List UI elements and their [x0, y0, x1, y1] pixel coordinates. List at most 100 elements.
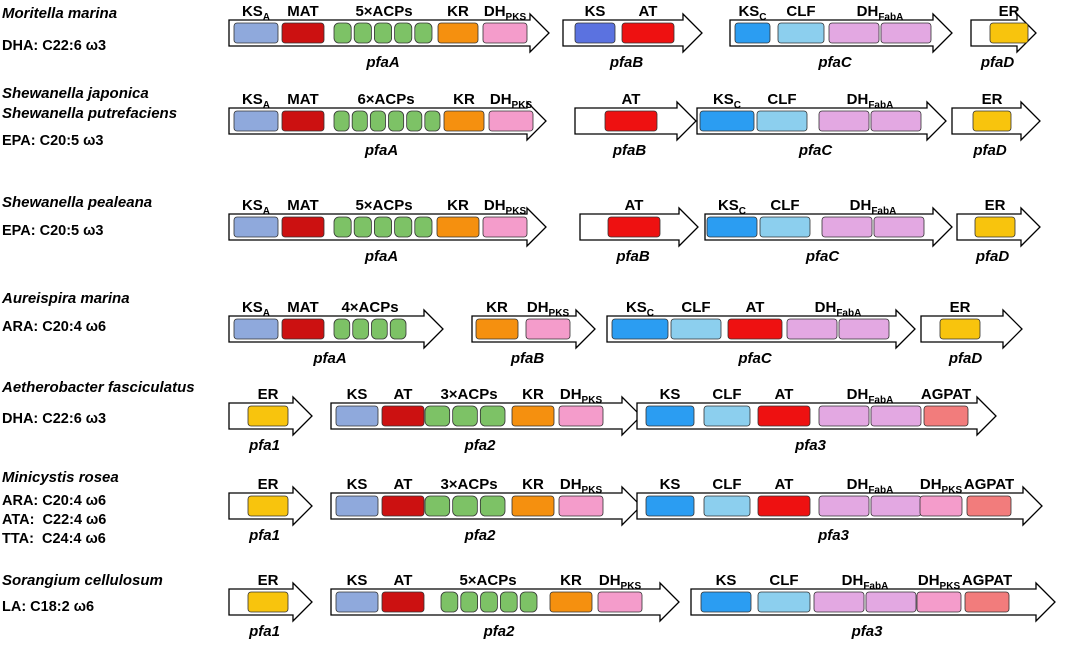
species-name: Shewanella putrefaciens — [2, 105, 177, 122]
domain-dh: DHPKS — [597, 572, 643, 613]
domain-box — [974, 216, 1016, 238]
domain-box — [281, 216, 325, 238]
domain-box — [233, 318, 279, 340]
domain-label-subscript: PKS — [512, 100, 533, 111]
gene-name: pfaD — [975, 248, 1010, 265]
domain-label: ER — [258, 572, 279, 589]
domain-label: DHPKS — [920, 476, 963, 496]
domain-label-text: 4×ACPs — [341, 299, 398, 316]
domain-ks: KSA — [233, 91, 279, 132]
domain-label-subscript: PKS — [582, 485, 603, 496]
domain-box — [247, 591, 289, 613]
domain-label: AT — [622, 91, 641, 108]
domain-label-text: AT — [746, 299, 765, 316]
domain-box — [699, 110, 755, 132]
domain-label-text: MAT — [287, 91, 318, 108]
domain-box — [786, 318, 838, 340]
domain-box — [597, 591, 643, 613]
domain-label-text: DH — [527, 299, 549, 316]
domain-label: KR — [447, 197, 469, 214]
domain-label: AGPAT — [964, 476, 1014, 493]
acp-domain-box — [394, 216, 413, 238]
gene-name: pfaD — [948, 350, 983, 367]
gene-name: pfa2 — [464, 437, 497, 454]
domain-box — [700, 591, 752, 613]
domain-label-text: ER — [950, 299, 971, 316]
domain-at: AT — [381, 476, 425, 517]
domain-kr: KR — [437, 3, 479, 44]
domain-label-text: KS — [738, 3, 759, 20]
domain-label: KSC — [738, 3, 766, 23]
domain-4-acps: 4×ACPs — [333, 299, 407, 340]
domain-dh: DHFabA — [786, 299, 890, 340]
domain-box — [703, 405, 751, 427]
domain-label-text: AT — [622, 91, 641, 108]
domain-mat: MAT — [281, 3, 325, 44]
domain-label-subscript: FabA — [863, 581, 888, 592]
domain-ks: KS — [645, 476, 695, 517]
domain-label: AT — [394, 386, 413, 403]
domain-label-text: CLF — [681, 299, 710, 316]
domain-at: AT — [757, 386, 811, 427]
domain-label-text: MAT — [287, 299, 318, 316]
domain-er: ER — [989, 3, 1029, 44]
domain-box — [989, 22, 1029, 44]
domain-label-text: AT — [394, 572, 413, 589]
domain-label-text: AT — [775, 476, 794, 493]
domain-kr: KR — [511, 476, 555, 517]
domain-box — [436, 216, 480, 238]
domain-box — [281, 110, 325, 132]
acp-domain-box — [424, 495, 451, 517]
domain-box — [281, 318, 325, 340]
acp-domain-box — [440, 591, 459, 613]
acp-domain-box — [333, 22, 352, 44]
acp-domain-box — [373, 22, 392, 44]
domain-label: AT — [775, 476, 794, 493]
domain-label: CLF — [712, 476, 741, 493]
domain-at: AT — [727, 299, 783, 340]
acp-domain-box — [353, 22, 372, 44]
domain-ks: KS — [335, 386, 379, 427]
domain-label-text: DH — [599, 572, 621, 589]
domain-label-text: DH — [850, 197, 872, 214]
domain-label: DHPKS — [484, 3, 527, 23]
domain-label: KR — [560, 572, 582, 589]
domain-box — [870, 405, 922, 427]
domain-box — [233, 22, 279, 44]
domain-box — [247, 405, 289, 427]
domain-label-text: AGPAT — [921, 386, 971, 403]
domain-label-text: 3×ACPs — [440, 476, 497, 493]
domain-label-subscript: PKS — [549, 308, 570, 319]
domain-label-text: ER — [982, 91, 1003, 108]
domain-box — [381, 405, 425, 427]
domain-label: KSA — [242, 3, 270, 23]
domain-box — [482, 22, 528, 44]
domain-label: 4×ACPs — [341, 299, 398, 316]
domain-label: 5×ACPs — [355, 3, 412, 20]
domain-box — [335, 495, 379, 517]
acp-domain-box — [371, 318, 388, 340]
domain-at: AT — [381, 386, 425, 427]
domain-label-text: AT — [394, 386, 413, 403]
domain-label-text: CLF — [769, 572, 798, 589]
domain-label-text: 5×ACPs — [459, 572, 516, 589]
domain-box — [813, 591, 865, 613]
domain-ks: KSC — [706, 197, 758, 238]
fatty-acid-product: ARA: C20:4 ω6 — [2, 319, 106, 335]
acp-domain-box — [351, 110, 368, 132]
domain-ks: KSC — [611, 299, 669, 340]
domain-box — [972, 110, 1012, 132]
domain-at: AT — [607, 197, 661, 238]
domain-label: AT — [775, 386, 794, 403]
domain-label-text: AT — [775, 386, 794, 403]
domain-box — [335, 591, 379, 613]
gene-name: pfa3 — [817, 527, 850, 544]
domain-agpat: AGPAT — [921, 386, 971, 427]
domain-box — [966, 495, 1012, 517]
